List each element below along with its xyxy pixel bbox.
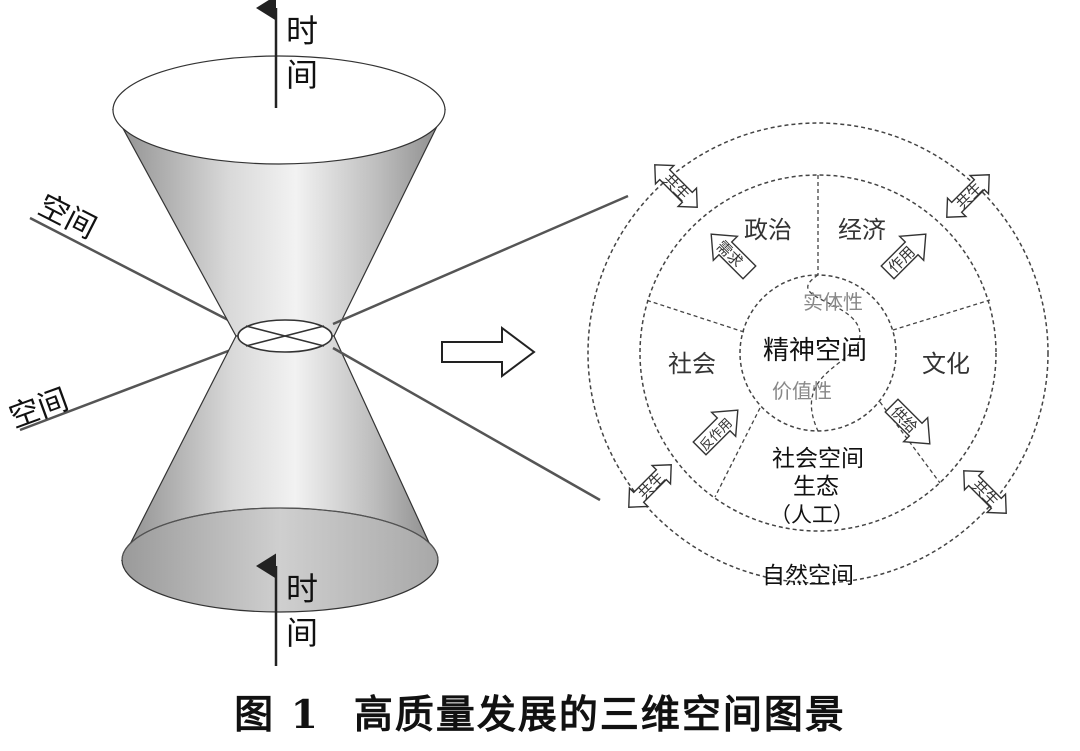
center-spiritual-space: 精神空间 bbox=[763, 336, 867, 366]
space-plane-line-1 bbox=[29, 216, 237, 326]
ecology-label: 生态 bbox=[793, 474, 839, 500]
coexist-arrow-bottom-left: 共生 bbox=[618, 454, 682, 518]
sector-politics: 政治 bbox=[744, 216, 792, 244]
center-value: 价值性 bbox=[772, 379, 832, 403]
divider-upper-right bbox=[892, 299, 991, 331]
coexist-arrow-bottom-right: 共生 bbox=[953, 460, 1017, 524]
natural-space-label: 自然空间 bbox=[762, 563, 854, 589]
projection-line-upper bbox=[332, 194, 629, 326]
figure-title: 高质量发展的三维空间图景 bbox=[353, 692, 846, 738]
social-space-circle bbox=[639, 174, 997, 532]
double-cone: 时 间 时 间 空间 空间 bbox=[5, 0, 629, 666]
sector-economy: 经济 bbox=[838, 216, 886, 244]
space-plane-line-2 bbox=[19, 346, 237, 432]
projection-line-lower bbox=[332, 346, 601, 502]
figure-number: 图 1 bbox=[234, 692, 320, 738]
time-label-top-2: 间 bbox=[286, 56, 318, 94]
natural-space-circle bbox=[587, 122, 1049, 584]
reaction-arrow: 反作用 bbox=[686, 397, 751, 462]
artificial-label: （人工） bbox=[770, 503, 854, 527]
time-label-top-1: 时 bbox=[286, 12, 318, 50]
sector-society: 社会 bbox=[668, 350, 716, 378]
coexist-arrow-top-left: 共生 bbox=[644, 154, 708, 218]
lower-cone-base bbox=[121, 507, 439, 613]
supply-arrow: 供给 bbox=[878, 392, 943, 457]
divider-upper-left bbox=[645, 299, 745, 333]
time-label-bottom-1: 时 bbox=[286, 570, 318, 608]
transform-arrow bbox=[441, 326, 536, 378]
figure-caption: 图 1 高质量发展的三维空间图景 bbox=[0, 684, 1080, 744]
yin-yang-curve bbox=[807, 274, 861, 432]
space-circle-diagram: 政治 经济 文化 社会 实体性 精神空间 价值性 社会空间 生态 （人工） 自然… bbox=[587, 122, 1049, 589]
divider-lower-left bbox=[714, 407, 761, 498]
space-label-lower: 空间 bbox=[5, 382, 73, 435]
sector-culture: 文化 bbox=[922, 350, 970, 378]
upper-cone-rim bbox=[112, 55, 446, 165]
time-label-bottom-2: 间 bbox=[286, 614, 318, 652]
center-entity: 实体性 bbox=[803, 290, 863, 314]
social-space-label: 社会空间 bbox=[772, 446, 864, 472]
coexist-arrow-top-right: 共生 bbox=[936, 164, 1000, 228]
